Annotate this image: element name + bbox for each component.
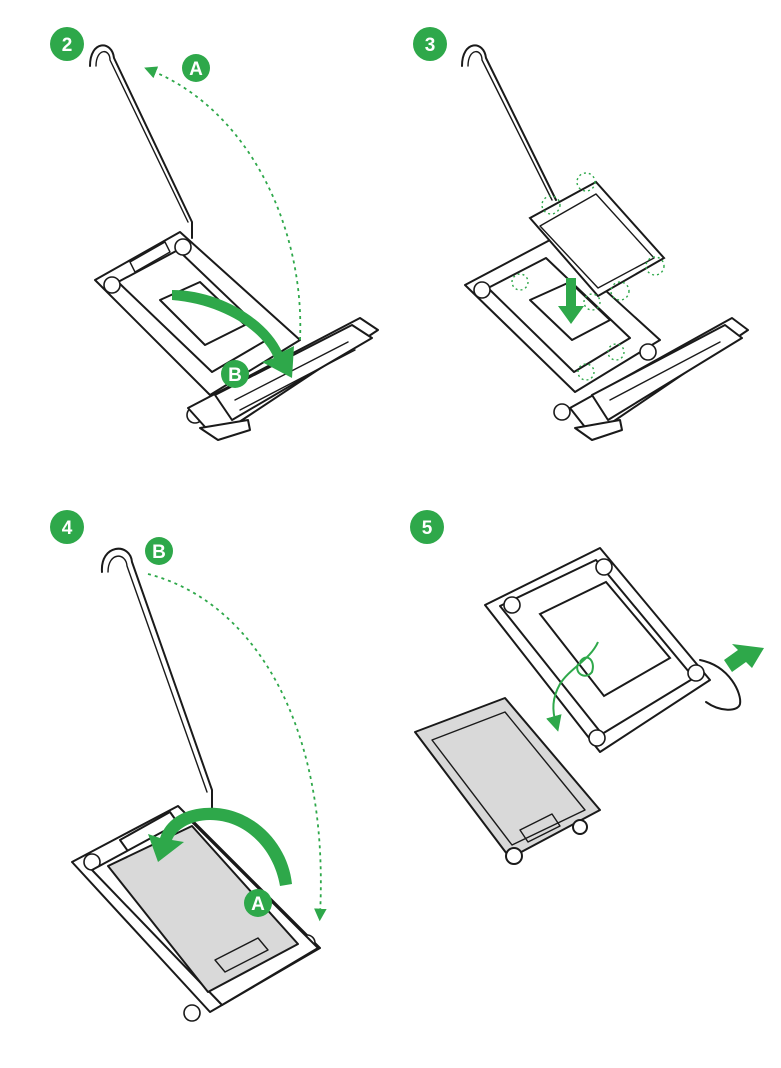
step-5-panel: 5: [410, 510, 764, 864]
svg-text:B: B: [152, 542, 166, 563]
label-A: A: [244, 889, 272, 917]
svg-text:A: A: [189, 59, 203, 80]
svg-text:B: B: [228, 365, 242, 386]
step-2-badge: 2: [50, 27, 84, 61]
step-5-badge: 5: [410, 510, 444, 544]
svg-text:5: 5: [422, 518, 433, 539]
protective-cap: [415, 698, 600, 864]
label-A: A: [182, 54, 210, 82]
svg-text:4: 4: [62, 518, 73, 539]
push-arrow: [724, 644, 764, 672]
label-B: B: [221, 360, 249, 388]
load-lever: [102, 549, 212, 812]
load-lever: [90, 45, 192, 238]
svg-text:2: 2: [62, 35, 73, 56]
label-B: B: [145, 537, 173, 565]
svg-text:3: 3: [425, 35, 436, 56]
load-lever: [462, 45, 556, 200]
step-3-badge: 3: [413, 27, 447, 61]
step-3-panel: 3: [413, 27, 748, 440]
step-2-panel: 2 A: [50, 27, 378, 440]
step-4-panel: 4 B A: [50, 510, 321, 1021]
svg-text:A: A: [251, 894, 265, 915]
step-4-badge: 4: [50, 510, 84, 544]
